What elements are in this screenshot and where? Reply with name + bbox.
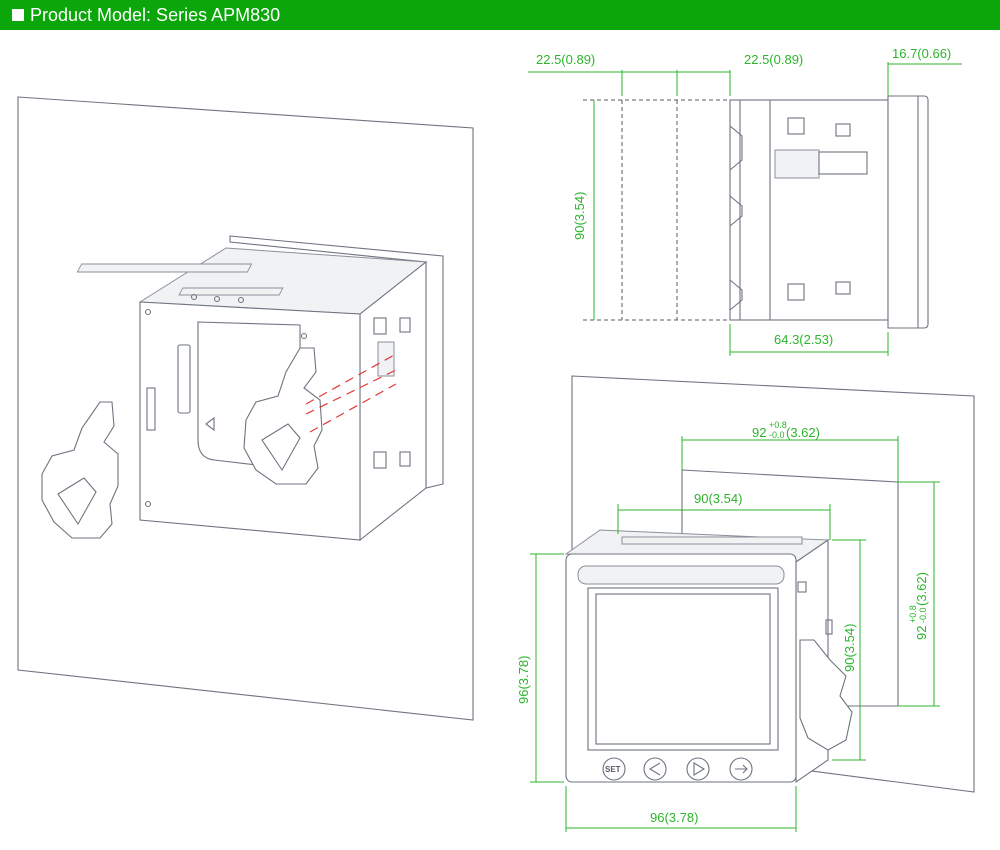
set-button-label: SET [605,765,621,774]
side-notch [825,619,833,635]
corner-screw [144,308,152,316]
clip-hook [729,279,743,311]
clip-hook [729,195,743,227]
clip-notch [373,317,387,335]
screen-frame [587,587,779,751]
mounting-clip-detached [41,401,119,539]
dim-cutout-height-tol-plus: +0.8 [908,605,918,623]
dim-cutout-height-base: 92 [914,626,929,640]
right-button[interactable] [686,757,710,781]
side-notch [797,581,807,593]
back-slot [146,387,156,431]
mounting-clip-attached [243,347,323,485]
dim-cutout-width-inch: (3.62) [786,425,820,440]
left-arrow-icon [648,762,661,776]
dim-depth-mid: 22.5(0.89) [744,52,803,67]
side-connector-plug [818,151,868,175]
clip-notch [399,451,411,467]
alignment-line [305,369,397,415]
header-square-icon [12,9,24,21]
alignment-line [309,383,397,433]
enter-arrow-icon [735,764,748,774]
clip-notch [373,451,387,469]
side-connector [774,149,820,179]
dim-bezel-depth: 16.7(0.66) [892,46,951,61]
arrow-mark [205,416,215,432]
top-terminal-strip [621,536,803,545]
play-icon [693,762,706,776]
dim-body-width: 90(3.54) [694,491,742,506]
page-title: Product Model: Series APM830 [30,5,281,25]
front-view: SET 92 +0.8 -0.0 (3.62) 90(3.54) 90(3.54… [516,375,975,832]
set-button[interactable] [602,757,626,781]
terminal-strip-front [178,287,284,296]
dim-body-height: 90(3.54) [842,624,857,672]
terminal-strip-rear [76,263,253,273]
clip-detail [261,423,301,472]
dim-cutout-tol-plus: +0.8 [769,420,787,430]
dim-front-width: 96(3.78) [650,810,698,825]
corner-screw [300,332,308,340]
dim-front-height: 96(3.78) [516,656,531,704]
dim-cutout-height-tol-minus: -0.0 [918,607,928,623]
front-mounting-clip [799,639,853,751]
side-tab [787,283,805,301]
dim-depth-left: 22.5(0.89) [536,52,595,67]
dim-cutout-tol-minus: -0.0 [769,430,785,440]
display-screen [595,593,771,745]
side-tab [787,117,805,135]
clip-hook [729,125,743,171]
clip-detail [57,477,97,526]
back-connector [177,344,191,414]
dim-cutout-width-base: 92 [752,425,766,440]
meter-top-lip [577,565,785,585]
side-tab-small [835,123,851,137]
dim-side-height: 90(3.54) [572,192,587,240]
header-bar: Product Model: Series APM830 [0,0,1000,30]
dim-cutout-height-inch: (3.62) [914,572,929,606]
isometric-mounting-view [17,96,474,721]
top-screw [190,293,198,301]
body-side-outline [729,99,889,321]
top-screw [213,295,221,303]
alignment-line [305,353,397,405]
side-view: 22.5(0.89) 22.5(0.89) 16.7(0.66) 90(3.54… [528,46,962,356]
dim-body-depth: 64.3(2.53) [774,332,833,347]
left-button[interactable] [643,757,667,781]
corner-screw [144,500,152,508]
bezel-side [887,95,929,329]
clip-notch [399,317,411,333]
top-screw [237,296,245,304]
side-tab-small [835,281,851,295]
